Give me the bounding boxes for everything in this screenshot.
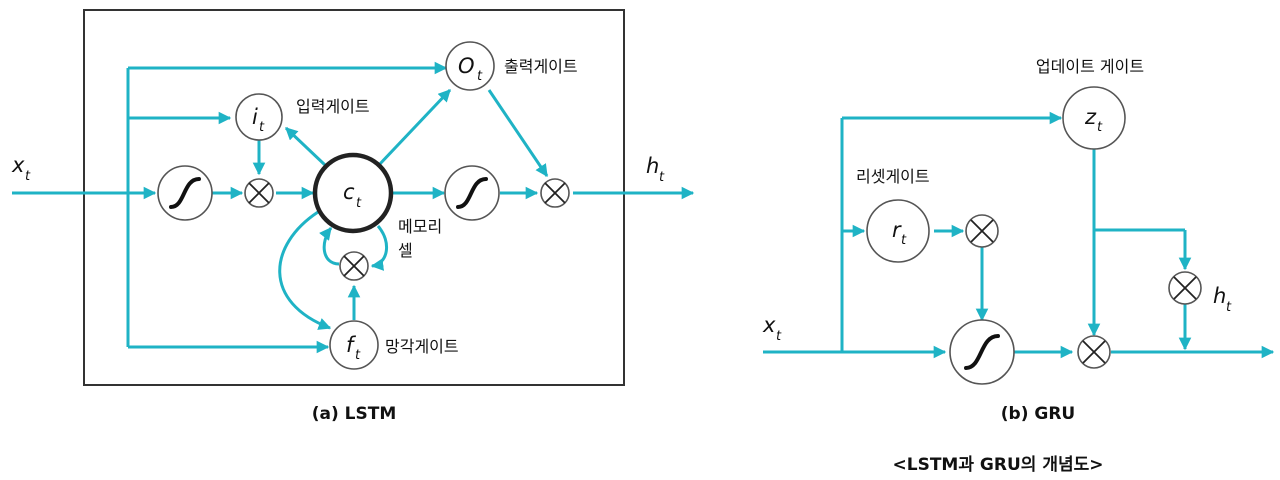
lstm-cell-to-ogate (376, 88, 452, 168)
lstm-output-var: h (646, 154, 659, 178)
lstm-panel: x t i t c t O t f t h t 입력게이트 출력게이트 망각게이… (11, 9, 695, 424)
lstm-sigmoid-1-icon (169, 177, 201, 209)
lstm-memory-cell (312, 152, 394, 234)
lstm-input-gate-label: 입력게이트 (296, 97, 370, 116)
lstm-cell-sub: t (356, 196, 362, 211)
lstm-forget-gate-sub: t (355, 348, 361, 363)
gru-output-var: h (1213, 284, 1226, 308)
lstm-input-sub: t (25, 169, 31, 184)
gru-caption: (b) GRU (1001, 404, 1075, 424)
lstm-memory-label-2: 셀 (398, 241, 413, 260)
gru-multiply-1-x2 (970, 219, 994, 243)
lstm-multiply-3-x2 (343, 255, 365, 277)
lstm-forget-gate-label: 망각게이트 (385, 337, 459, 356)
lstm-multiply-2-x2 (544, 182, 566, 204)
lstm-input-var: x (11, 153, 25, 177)
lstm-output-gate-label: 출력게이트 (504, 57, 578, 76)
gru-update-gate-var: z (1084, 105, 1097, 129)
lstm-mult-to-cell-loop (319, 227, 340, 266)
gru-update-gate (1062, 86, 1126, 150)
lstm-memory-label-1: 메모리 (398, 217, 442, 236)
lstm-sigmoid-2-icon (456, 177, 488, 209)
gru-sigmoid-icon (964, 334, 1000, 370)
gru-panel: x t z t r t h t 업데이트 게이트 리셋게이트 (b) GRU (762, 57, 1275, 424)
lstm-caption: (a) LSTM (312, 404, 397, 424)
lstm-forget-gate-var: f (346, 333, 357, 357)
lstm-input-gate-var: i (252, 105, 258, 129)
lstm-output-gate (445, 41, 495, 91)
lstm-output-sub: t (659, 170, 665, 185)
gru-input-sub: t (776, 329, 782, 344)
lstm-cell-to-igate (284, 126, 327, 167)
gru-update-gate-sub: t (1097, 120, 1103, 135)
lstm-output-gate-var: O (458, 54, 475, 78)
lstm-cell-to-mult-loop (370, 225, 388, 271)
lstm-cell-var: c (343, 180, 355, 204)
gru-reset-gate-label: 리셋게이트 (856, 167, 930, 186)
gru-reset-gate-sub: t (901, 233, 907, 248)
lstm-output-gate-sub: t (477, 69, 483, 84)
lstm-cell-to-fgate-arc (278, 210, 332, 330)
lstm-frame (83, 9, 625, 386)
gru-reset-gate (866, 199, 930, 263)
gru-multiply-3-x2 (1173, 276, 1197, 300)
lstm-ogate-to-mult (487, 89, 549, 178)
gru-input-var: x (762, 313, 776, 337)
figure-title: <LSTM과 GRU의 개념도> (893, 454, 1104, 475)
gru-update-gate-label: 업데이트 게이트 (1036, 57, 1144, 76)
lstm-input-gate-sub: t (259, 120, 265, 135)
gru-reset-gate-var: r (892, 218, 902, 242)
lstm-input-gate (235, 93, 283, 141)
gru-output-sub: t (1226, 300, 1232, 315)
lstm-multiply-1-x2 (248, 182, 270, 204)
gru-multiply-2-x2 (1082, 340, 1106, 364)
lstm-forget-gate (329, 320, 379, 370)
